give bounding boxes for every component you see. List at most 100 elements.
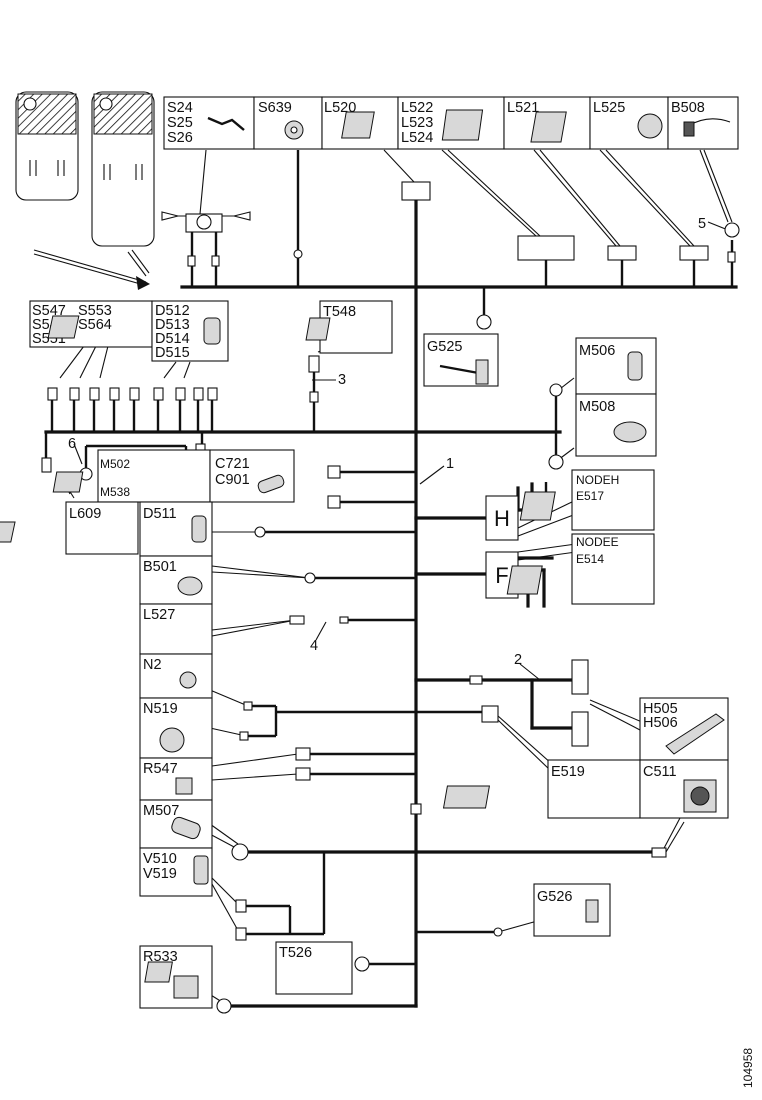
lamp-part-icon [341, 111, 375, 139]
label-l609: L609 [69, 506, 101, 522]
horn-part-icon [177, 576, 203, 596]
diode-part-icon [191, 515, 207, 543]
l609-box [65, 501, 139, 555]
label-d513: D513 [155, 317, 190, 333]
label-nodeh: NODEH [576, 473, 619, 487]
label-m502: M502 [100, 457, 130, 471]
callout-6: 6 [68, 436, 76, 452]
node-h-letter: H [494, 506, 510, 531]
node-f-letter: F [495, 563, 508, 588]
label-n519: N519 [143, 701, 178, 717]
t526-box [275, 941, 353, 995]
label-e519: E519 [551, 764, 585, 780]
callout-1: 1 [446, 456, 454, 472]
label-d515: D515 [155, 345, 190, 361]
label-e514: E514 [576, 552, 604, 566]
pump-part-icon [627, 351, 643, 381]
diode-part-icon [203, 317, 221, 345]
label-d512: D512 [155, 303, 190, 319]
m502-box [97, 449, 211, 503]
relay-part-icon [173, 975, 199, 999]
speaker-bar-part-icon [665, 713, 725, 755]
t548-box [319, 300, 393, 354]
label-d511: D511 [143, 506, 177, 522]
label-l524: L524 [401, 130, 433, 146]
label-c721: C721 [215, 456, 250, 472]
label-l522: L522 [401, 100, 433, 116]
callout-4: 4 [310, 638, 318, 654]
fuse-part-icon [257, 474, 285, 494]
label-t548: T548 [323, 304, 356, 320]
callout-5: 5 [698, 216, 706, 232]
ground-bolt-icon [585, 899, 599, 923]
label-t526: T526 [279, 945, 312, 961]
relay-part-icon [175, 777, 193, 795]
switch-group-box [29, 300, 153, 348]
label-m506: M506 [579, 343, 615, 359]
motor-part-icon [171, 816, 201, 840]
n2-box [139, 653, 213, 699]
round-lamp-part-icon [637, 113, 663, 139]
label-b501: B501 [143, 559, 177, 575]
label-s24: S24 [167, 100, 193, 116]
m508-box [575, 393, 657, 457]
switch-part-icon [207, 116, 245, 131]
label-n2: N2 [143, 657, 162, 673]
lamp-part-icon [0, 521, 16, 543]
sensor-part-icon [683, 121, 695, 137]
label-l523: L523 [401, 115, 433, 131]
control-unit-part-icon [519, 491, 556, 521]
label-s564: S564 [78, 317, 112, 333]
label-l525: L525 [593, 100, 625, 116]
control-unit-part-icon [506, 565, 543, 595]
label-r533: R533 [143, 949, 178, 965]
label-v510: V510 [143, 851, 177, 867]
switch-part-icon [47, 315, 80, 339]
lamp-cluster-part-icon [441, 109, 484, 141]
lamp-part-icon [530, 111, 567, 143]
label-r547: R547 [143, 761, 178, 777]
sensor-part-icon [305, 317, 331, 341]
label-m538: M538 [100, 485, 130, 499]
vehicle-top-view-icon [15, 91, 79, 201]
h505-box [639, 697, 729, 761]
label-e517: E517 [576, 489, 604, 503]
speaker-part-icon [159, 727, 185, 753]
node-h-block [485, 495, 519, 541]
label-l527: L527 [143, 607, 175, 623]
vehicle-side-view-icon [91, 91, 155, 247]
ground-bolt-icon [475, 359, 489, 385]
callout-2: 2 [514, 652, 522, 668]
motor-part-icon [52, 471, 84, 493]
label-s553: S553 [78, 303, 112, 319]
label-s547: S547 [32, 303, 66, 319]
label-c901: C901 [215, 472, 250, 488]
label-m507: M507 [143, 803, 179, 819]
label-c511: C511 [643, 764, 677, 780]
label-s25: S25 [167, 115, 193, 131]
e519-box [547, 759, 641, 819]
control-unit-part-icon [442, 785, 490, 809]
label-b508: B508 [671, 100, 705, 116]
motor-part-icon [613, 421, 647, 443]
label-l521: L521 [507, 100, 539, 116]
sensor-part-icon [144, 961, 173, 983]
label-s26: S26 [167, 130, 193, 146]
label-v519: V519 [143, 866, 177, 882]
label-g526: G526 [537, 889, 572, 905]
locator-arrow-icon [33, 249, 150, 290]
nodee-box [571, 533, 655, 605]
figure-id: 104958 [741, 1048, 755, 1088]
speaker-part-icon [179, 671, 197, 689]
label-h506: H506 [643, 715, 678, 731]
label-s639: S639 [258, 100, 292, 116]
label-d514: D514 [155, 331, 190, 347]
label-h505: H505 [643, 701, 678, 717]
label-m508: M508 [579, 399, 615, 415]
label-g525: G525 [427, 339, 462, 355]
nodeh-box [571, 469, 655, 531]
callout-3: 3 [338, 372, 346, 388]
top-component-strip [163, 96, 739, 150]
connectors [41, 181, 740, 1014]
